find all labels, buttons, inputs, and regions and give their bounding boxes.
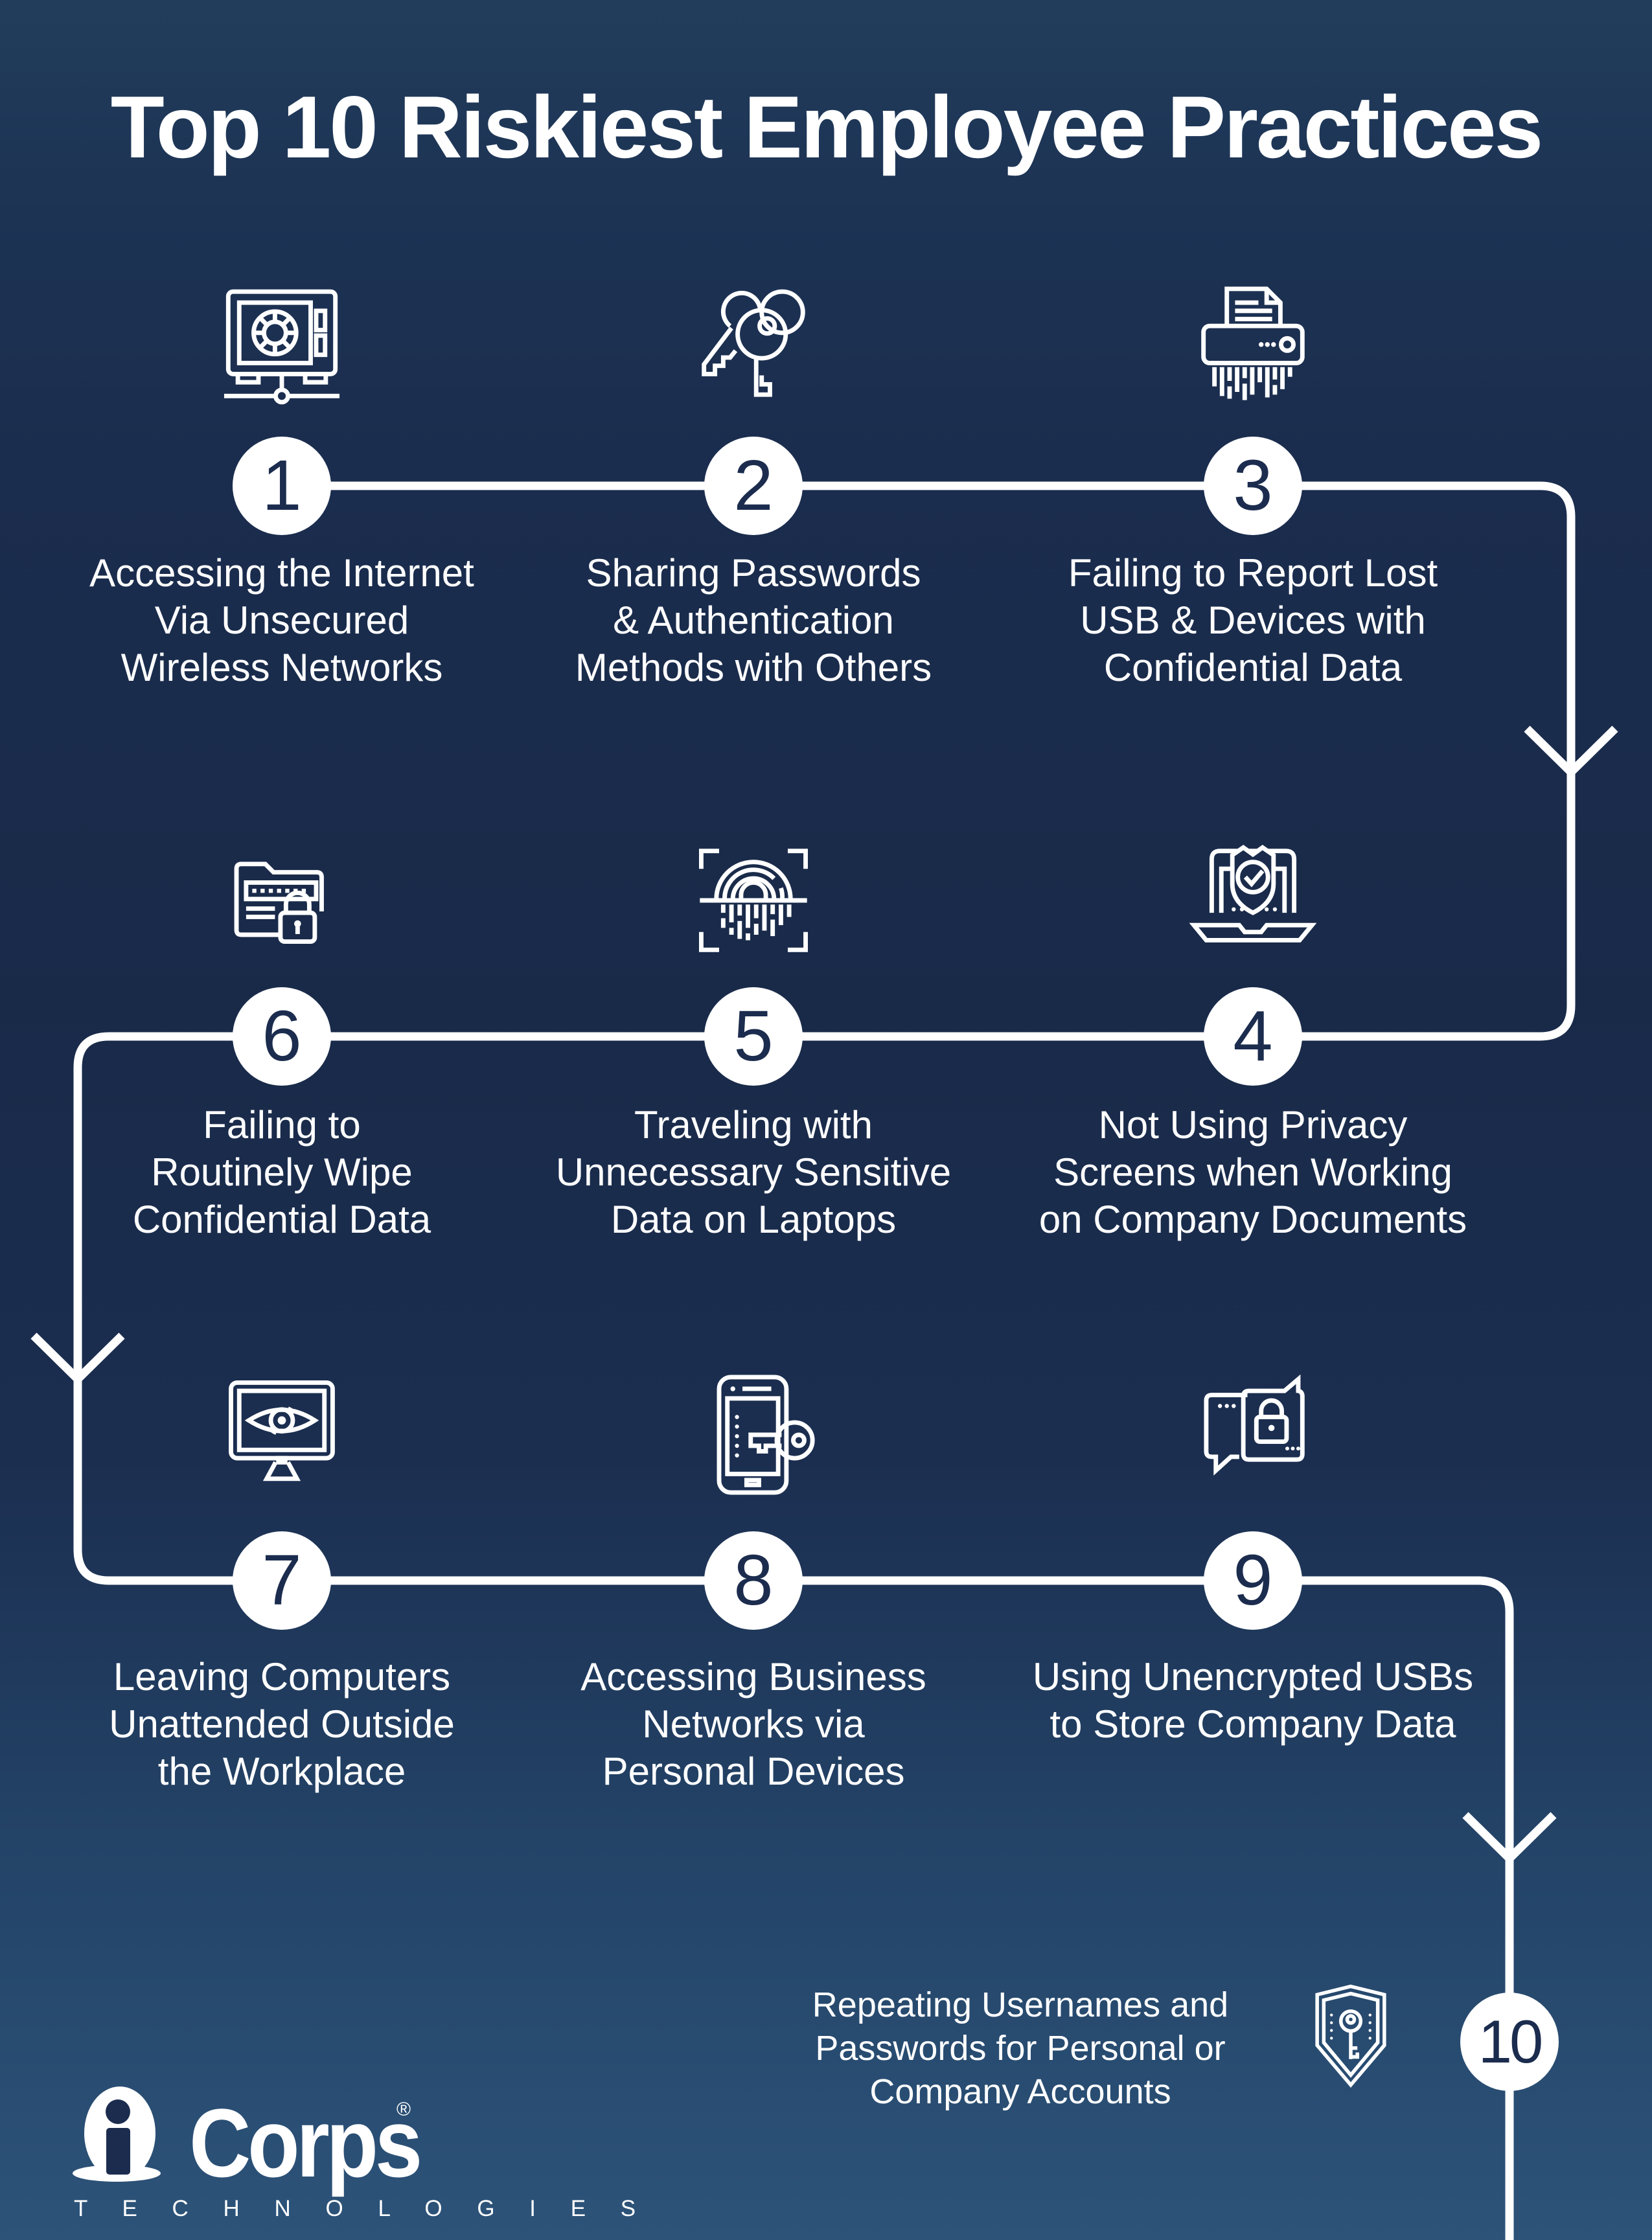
shield-key-icon: [1315, 1984, 1386, 2088]
step-number-badge: 6: [233, 987, 331, 1086]
down-arrow-icon: [1524, 726, 1618, 779]
step-number: 10: [1478, 2007, 1544, 2075]
page-title: Top 10 Riskiest Employee Practices: [110, 78, 1544, 176]
step-number: 7: [262, 1540, 302, 1620]
step-number-badge: 9: [1204, 1531, 1302, 1630]
item-1: [207, 272, 356, 421]
item-8-label: Accessing Business Networks via Personal…: [580, 1655, 926, 1793]
item-5-label: Traveling with Unnecessary Sensitive Dat…: [555, 1103, 952, 1241]
icorps-logo-mark: [73, 2086, 161, 2182]
fingerprint-scan-icon: [698, 849, 809, 952]
keys-icon: [702, 289, 805, 397]
item-2: [679, 272, 828, 421]
item-6: [207, 826, 356, 975]
item-9: [1178, 1360, 1327, 1509]
step-number: 5: [733, 996, 774, 1076]
laptop-shield-icon: [1189, 845, 1317, 943]
step-number: 6: [262, 996, 302, 1076]
step-number-badge: 3: [1204, 437, 1302, 535]
item-10: [1302, 1981, 1399, 2091]
step-number: 9: [1233, 1540, 1273, 1620]
item-5: [679, 826, 828, 975]
step-number-badge: 2: [704, 437, 803, 535]
item-2-label: Sharing Passwords & Authentication Metho…: [575, 551, 932, 689]
phone-key-icon: [717, 1375, 815, 1495]
step-number-badge: 1: [233, 437, 331, 535]
down-arrow-icon: [1462, 1812, 1557, 1865]
shredder-icon: [1201, 286, 1305, 400]
item-9-label: Using Unencrypted USBs to Store Company …: [1032, 1655, 1474, 1746]
icorps-logo-subtitle: T E C H N O L O G I E S: [74, 2196, 650, 2221]
monitor-eye-icon: [229, 1380, 335, 1481]
item-10-label: Repeating Usernames and Passwords for Pe…: [812, 1985, 1229, 2111]
registered-trademark-icon: ®: [396, 2099, 411, 2120]
step-number-badge: 8: [704, 1531, 803, 1630]
item-4: [1178, 826, 1327, 975]
item-6-label: Failing to Routinely Wipe Confidential D…: [132, 1103, 431, 1241]
safe-network-icon: [224, 289, 340, 405]
step-number-badge: 5: [704, 987, 803, 1086]
step-number-badge: 4: [1204, 987, 1302, 1086]
folder-lock-icon: [234, 862, 324, 944]
item-7: [207, 1360, 356, 1509]
step-number: 4: [1233, 996, 1273, 1076]
item-8: [679, 1360, 828, 1509]
item-7-label: Leaving Computers Unattended Outside the…: [109, 1655, 455, 1793]
step-number: 2: [733, 446, 774, 525]
step-number-badge: 10: [1460, 1993, 1559, 2091]
step-number: 1: [262, 446, 302, 525]
icorps-logo-wordmark: Corps: [189, 2088, 422, 2197]
item-1-label: Accessing the Internet Via Unsecured Wir…: [89, 551, 474, 689]
item-3-label: Failing to Report Lost USB & Devices wit…: [1068, 551, 1438, 689]
down-arrow-icon: [30, 1332, 125, 1386]
flow-path: [73, 481, 1576, 2240]
step-number: 8: [733, 1540, 774, 1620]
step-number-badge: 7: [233, 1531, 331, 1630]
step-number: 3: [1233, 446, 1273, 525]
item-4-label: Not Using Privacy Screens when Working o…: [1038, 1103, 1467, 1241]
chat-lock-icon: [1204, 1374, 1305, 1476]
item-3: [1178, 272, 1327, 421]
